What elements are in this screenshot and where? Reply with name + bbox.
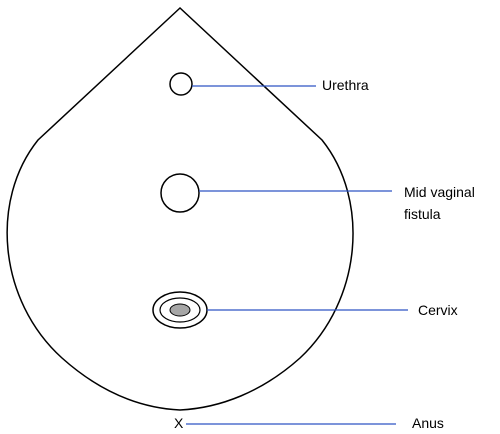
anus-marker: X <box>174 412 183 434</box>
fistula-label-line2: fistula <box>404 203 441 225</box>
cervix-label: Cervix <box>418 299 458 321</box>
urethra-label: Urethra <box>322 74 369 96</box>
cervical-os <box>170 304 190 316</box>
fistula-opening <box>161 174 199 212</box>
urethra-opening <box>170 73 192 95</box>
fistula-label-line1: Mid vaginal <box>404 181 475 203</box>
anus-label: Anus <box>412 412 444 434</box>
